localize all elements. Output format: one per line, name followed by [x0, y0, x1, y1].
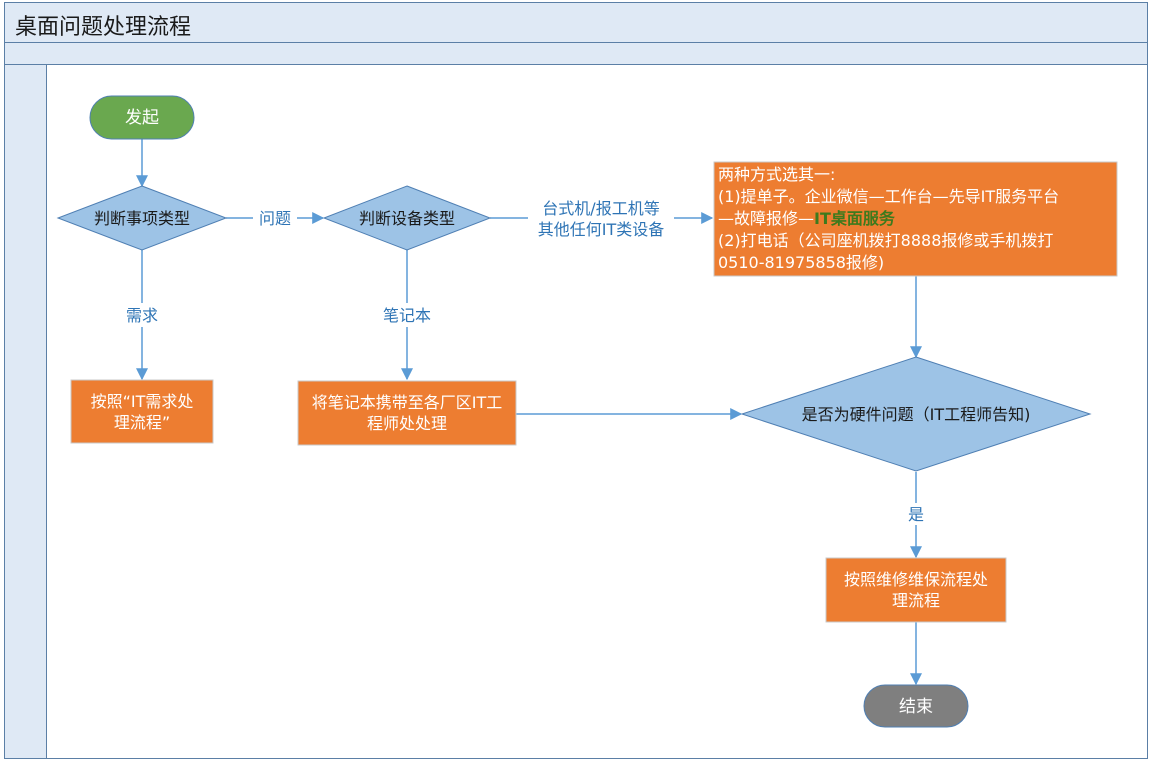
title-bar: 桌面问题处理流程	[4, 2, 1148, 43]
process-it-need: 按照“IT需求处 理流程”	[70, 379, 214, 444]
process-repair: 按照维修维保流程处 理流程	[825, 557, 1007, 623]
methods-line5: 0510-81975858报修)	[718, 253, 884, 272]
decision-hardware: 是否为硬件问题（IT工程师告知)	[740, 356, 1092, 472]
swimlane-header	[4, 65, 47, 759]
edge-label-yes: 是	[908, 505, 924, 524]
process-laptop-line1: 将笔记本携带至各厂区IT工	[312, 393, 503, 412]
end-label: 结束	[899, 697, 933, 717]
process-it-need-line1: 按照“IT需求处	[91, 392, 194, 411]
decision-hardware-label: 是否为硬件问题（IT工程师告知)	[802, 405, 1031, 424]
process-repair-line2: 理流程	[892, 591, 940, 610]
swimlane-body	[46, 65, 1148, 759]
methods-line2: (1)提单子。企业微信—工作台—先导IT服务平台	[718, 187, 1059, 206]
edge-label-issue: 问题	[259, 209, 291, 228]
edge-label-need: 需求	[126, 306, 158, 325]
methods-line4: (2)打电话（公司座机拨打8888报修或手机拨打	[718, 231, 1053, 250]
process-it-need-line2: 理流程”	[114, 413, 170, 432]
decision-judge-device: 判断设备类型	[322, 185, 492, 251]
decision-judge-type-label: 判断事项类型	[94, 209, 190, 228]
start-node: 发起	[89, 95, 195, 140]
edge-label-desktop-line1: 台式机/报工机等	[542, 199, 659, 218]
process-laptop-line2: 程师处处理	[367, 414, 447, 433]
end-node: 结束	[863, 684, 969, 728]
start-label: 发起	[125, 108, 159, 128]
process-repair-line1: 按照维修维保流程处	[844, 570, 988, 589]
edge-label-laptop: 笔记本	[383, 306, 431, 325]
decision-judge-type: 判断事项类型	[56, 185, 228, 251]
methods-line3: —故障报修—IT桌面服务	[718, 209, 896, 228]
methods-line3-prefix: —故障报修—	[718, 209, 814, 228]
methods-line3-highlight: IT桌面服务	[814, 209, 896, 228]
header-band	[4, 43, 1148, 65]
methods-line1: 两种方式选其一:	[718, 165, 835, 184]
edge-label-desktop-line2: 其他任何IT类设备	[538, 220, 665, 239]
process-laptop: 将笔记本携带至各厂区IT工 程师处处理	[297, 380, 517, 446]
process-report-methods: 两种方式选其一: (1)提单子。企业微信—工作台—先导IT服务平台 —故障报修—…	[713, 161, 1118, 277]
decision-judge-device-label: 判断设备类型	[359, 209, 455, 228]
page-title: 桌面问题处理流程	[15, 15, 192, 40]
